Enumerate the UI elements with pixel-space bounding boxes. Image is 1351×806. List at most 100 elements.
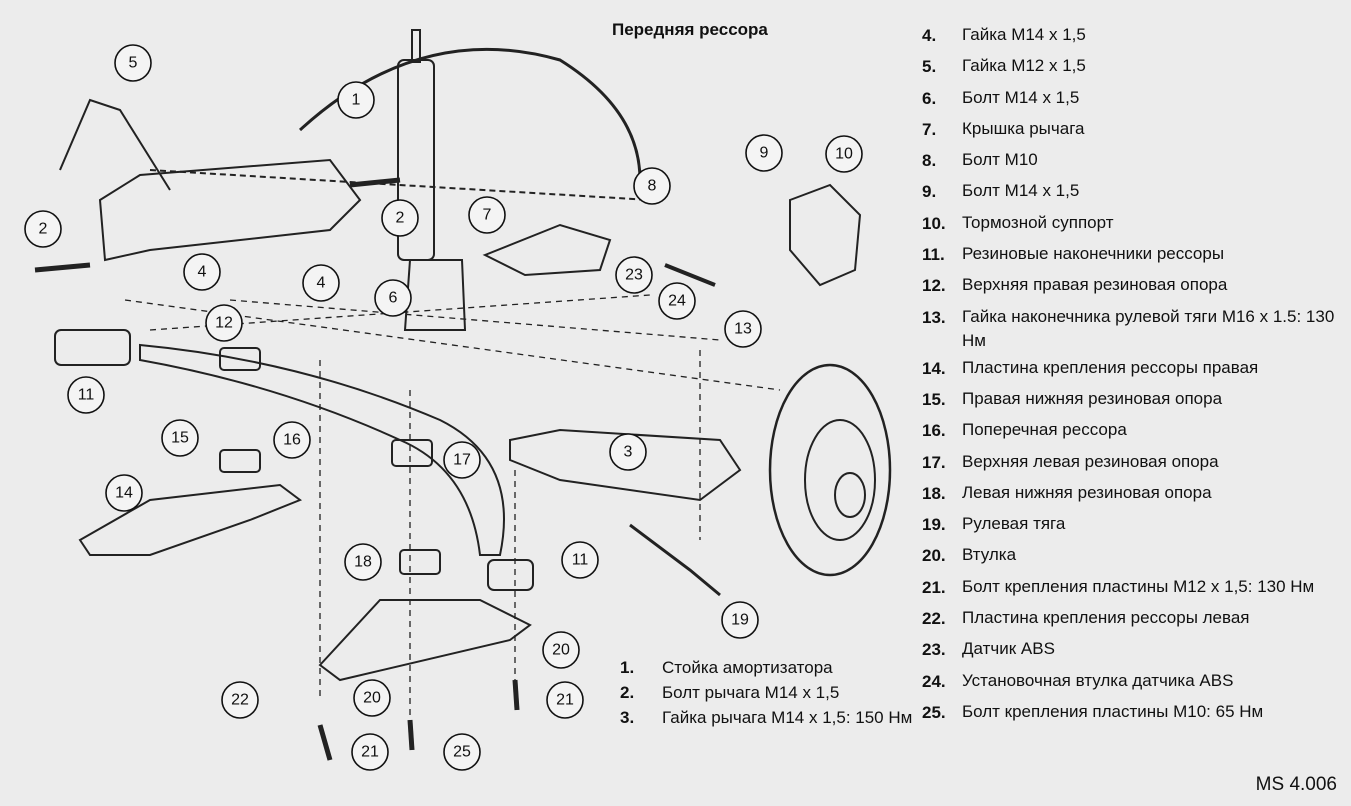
legend-text: Втулка (962, 545, 1017, 565)
callout-number: 7 (483, 207, 492, 224)
subframe (98, 158, 362, 262)
shock-strut-rod (411, 29, 421, 63)
legend-item: 17. Верхняя левая резиновая опора (922, 447, 1342, 478)
legend-text: Гайка М12 х 1,5 (962, 56, 1086, 76)
callout-17: 17 (443, 441, 481, 479)
legend-text: Правая нижняя резиновая опора (962, 388, 1223, 408)
legend-number: 2. (620, 683, 635, 702)
legend-text: Стойка амортизатора (662, 658, 833, 677)
legend-number: 5. (922, 57, 937, 77)
callout-number: 14 (115, 485, 133, 502)
callout-number: 10 (835, 146, 853, 163)
callout-number: 6 (389, 290, 398, 307)
callout-number: 20 (363, 690, 381, 707)
callout-2: 2 (381, 199, 419, 237)
legend-text: Пластина крепления рессоры левая (962, 608, 1250, 628)
tie-rod (629, 523, 721, 597)
rubber-end-left (54, 329, 131, 366)
rubber-pad-15 (219, 449, 261, 473)
callout-21: 21 (351, 733, 389, 771)
callout-number: 3 (624, 444, 633, 461)
callout-number: 2 (396, 210, 405, 227)
legend-text: Гайка М14 х 1,5 (962, 25, 1086, 44)
hub-center (834, 472, 866, 518)
callout-number: 2 (39, 221, 48, 238)
legend-item: 10.Тормозной суппорт (922, 208, 1342, 239)
legend-text: Пластина крепления рессоры правая (962, 357, 1259, 377)
legend-number: 16. (922, 421, 946, 441)
callout-number: 21 (556, 692, 574, 709)
callout-number: 11 (78, 387, 95, 404)
bracket-left (59, 98, 171, 191)
legend-item: 16. Поперечная рессора (922, 415, 1342, 446)
legend-number: 12. (922, 276, 946, 296)
callout-6: 6 (374, 279, 412, 317)
legend-number: 9. (922, 182, 937, 202)
callout-9: 9 (745, 134, 783, 172)
legend-text: Болт крепления пластины М12 х 1,5: 130 Н… (962, 576, 1315, 596)
legend-item: 18.Левая нижняя резиновая опора (922, 478, 1342, 509)
legend-item: 5. Гайка М12 х 1,5 (922, 51, 1342, 82)
callout-number: 4 (317, 275, 326, 292)
legend-number: 22. (922, 609, 946, 629)
callout-number: 1 (352, 92, 361, 109)
legend-number: 14. (922, 358, 946, 378)
legend-number: 4. (922, 26, 937, 45)
callout-25: 25 (443, 733, 481, 771)
legend-text: Поперечная рессора (962, 420, 1127, 440)
callout-21: 21 (546, 681, 584, 719)
legend-item: 1.Стойка амортизатора (620, 655, 920, 680)
legend-number: 24. (922, 671, 946, 691)
callout-number: 18 (354, 554, 372, 571)
legend-text: Левая нижняя резиновая опора (962, 482, 1212, 502)
callout-number: 16 (283, 432, 301, 449)
legend-text: Верхняя правая резиновая опора (962, 275, 1228, 295)
legend-text: Крышка рычага (962, 118, 1085, 138)
plate-left (318, 599, 532, 682)
callout-number: 20 (552, 642, 570, 659)
legend-text: Рулевая тяга (962, 514, 1066, 534)
shock-strut-base (403, 259, 467, 331)
callout-number: 17 (453, 452, 471, 469)
callout-20: 20 (542, 631, 580, 669)
transverse-spring (139, 343, 505, 556)
legend-text: Болт М14 х 1,5 (962, 87, 1080, 107)
callout-number: 12 (215, 315, 233, 332)
callout-8: 8 (633, 167, 671, 205)
legend-item: 3.Гайка рычага М14 х 1,5: 150 Нм (620, 705, 920, 730)
legend-text: Верхняя левая резиновая опора (962, 451, 1219, 471)
callout-10: 10 (825, 135, 863, 173)
legend-text: Болт крепления пластины М10: 65 Нм (962, 701, 1264, 721)
legend-number: 20. (922, 546, 946, 566)
figure-code: MS 4.006 (1255, 774, 1337, 795)
legend-number: 15. (922, 389, 946, 409)
legend-item: 25.Болт крепления пластины М10: 65 Нм (922, 697, 1342, 728)
diagram-title: Передняя рессора (612, 20, 768, 39)
brake-disc (768, 363, 892, 577)
legend-item: 23.Датчик ABS (922, 634, 1342, 665)
lower-arm (509, 428, 742, 502)
callout-18: 18 (344, 543, 382, 581)
legend-text: Датчик ABS (962, 639, 1055, 659)
callout-11: 11 (561, 541, 599, 579)
legend-text: Резиновые наконечники рессоры (962, 244, 1225, 264)
callout-number: 4 (198, 264, 207, 281)
legend-text: Гайка наконечника рулевой тяги М16 х 1.5… (962, 306, 1335, 350)
legend-text: Болт М14 х 1,5 (962, 181, 1080, 201)
arm-cover (482, 223, 612, 277)
legend-number: 11. (922, 245, 945, 265)
brake-caliper (789, 183, 862, 287)
hub (804, 419, 876, 541)
legend-item: 7.Крышка рычага (922, 114, 1342, 145)
callout-number: 23 (625, 267, 643, 284)
legend-number: 17. (922, 452, 946, 472)
callout-3: 3 (609, 433, 647, 471)
callout-number: 19 (731, 612, 749, 629)
callout-19: 19 (721, 601, 759, 639)
callout-16: 16 (273, 421, 311, 459)
rubber-pad-18 (399, 549, 441, 575)
legend-item: 24.Установочная втулка датчика ABS (922, 666, 1342, 697)
